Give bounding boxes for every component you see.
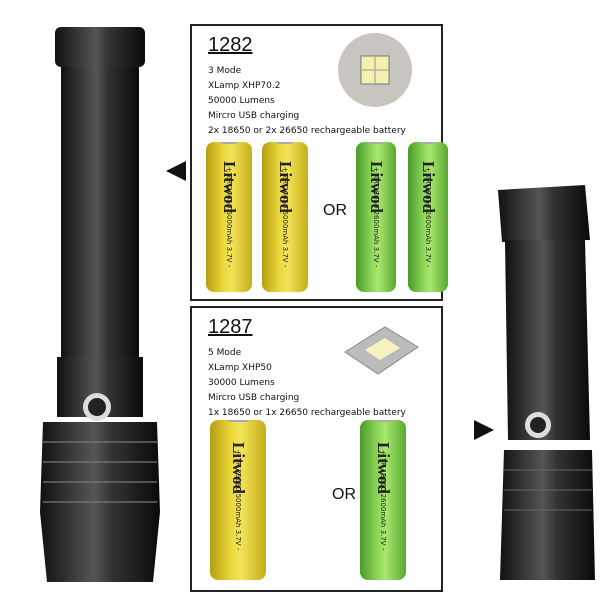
spec-battery: 1x 18650 or 1x 26650 rechargeable batter… — [208, 408, 406, 418]
or-label: OR — [332, 486, 356, 503]
xhp70-led-image — [338, 33, 412, 107]
battery-18650: Litwod+ TR 18650 2600mAh 3.7V - — [360, 420, 406, 580]
battery-label: + TR 26650 5000mAh 3.7V - — [281, 166, 289, 268]
spec-list: 5 Mode XLamp XHP50 30000 Lumens Mircro U… — [208, 346, 406, 421]
spec-modes: 3 Mode — [208, 66, 242, 76]
product-1282-panel: 1282 3 Mode XLamp XHP70.2 50000 Lumens M… — [190, 24, 448, 301]
xhp50-led-image — [344, 326, 419, 375]
spec-battery: 2x 18650 or 2x 26650 rechargeable batter… — [208, 126, 406, 136]
spec-list: 3 Mode XLamp XHP70.2 50000 Lumens Mircro… — [208, 64, 406, 139]
flashlight-1282-image — [40, 27, 160, 582]
pointer-arrow-right — [474, 420, 494, 440]
battery-label: + TR 18650 2600mAh 3.7V - — [379, 449, 387, 551]
battery-26650: Litwod+ TR 26650 5000mAh 3.7V - — [206, 142, 252, 292]
spec-lumens: 50000 Lumens — [208, 96, 275, 106]
battery-label: + TR 18650 2600mAh 3.7V - — [424, 166, 432, 268]
model-number: 1282 — [208, 34, 253, 56]
product-1287-panel: 1287 5 Mode XLamp XHP50 30000 Lumens Mir… — [190, 306, 443, 592]
battery-18650: Litwod+ TR 18650 2600mAh 3.7V - — [408, 142, 448, 292]
battery-label: + TR 18650 2600mAh 3.7V - — [372, 166, 380, 268]
battery-26650: Litwod+ TR 26650 5000mAh 3.7V - — [262, 142, 308, 292]
spec-charging: Mircro USB charging — [208, 111, 300, 121]
battery-label: + TR 26650 5000mAh 3.7V - — [225, 166, 233, 268]
battery-26650: Litwod+ TR 26650 5000mAh 3.7V - — [210, 420, 266, 580]
or-label: OR — [323, 202, 347, 219]
spec-charging: Mircro USB charging — [208, 393, 300, 403]
spec-modes: 5 Mode — [208, 348, 242, 358]
pointer-arrow-left — [166, 161, 186, 181]
model-number: 1287 — [208, 316, 253, 338]
battery-label: + TR 26650 5000mAh 3.7V - — [234, 449, 242, 551]
battery-18650: Litwod+ TR 18650 2600mAh 3.7V - — [356, 142, 396, 292]
spec-lumens: 30000 Lumens — [208, 378, 275, 388]
spec-led: XLamp XHP70.2 — [208, 81, 281, 91]
flashlight-1287-image — [498, 185, 595, 580]
spec-led: XLamp XHP50 — [208, 363, 272, 373]
